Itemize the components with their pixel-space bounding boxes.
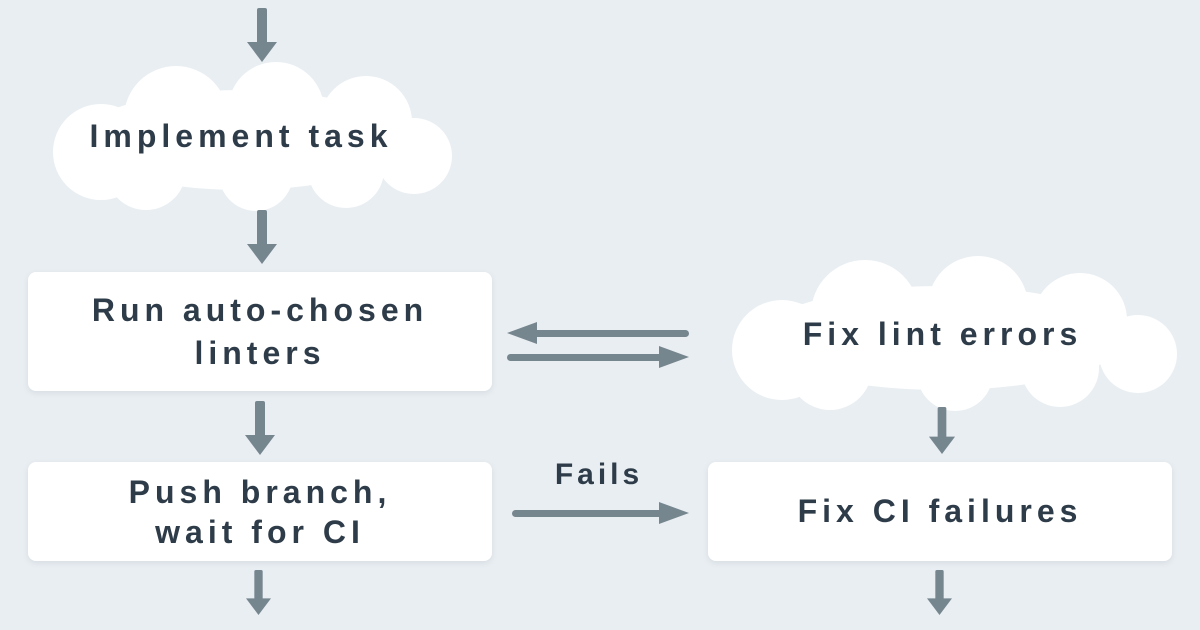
arrow-right-icon [512, 502, 689, 524]
push-branch-label: Push branch, wait for CI [128, 473, 392, 550]
fix-lint-errors-label: Fix lint errors [802, 315, 1083, 352]
box-push-branch: Push branch, wait for CI [28, 462, 492, 561]
fix-ci-failures-label: Fix CI failures [797, 493, 1083, 530]
cloud-shape-icon [732, 256, 1177, 411]
arrow-down-icon [927, 570, 952, 615]
arrow-right-icon [507, 346, 689, 368]
arrow-down-icon [246, 570, 271, 615]
arrow-down-icon [245, 401, 275, 455]
arrow-left-icon [507, 322, 689, 344]
box-fix-ci-failures: Fix CI failures [708, 462, 1172, 561]
arrow-down-icon [928, 407, 956, 454]
cloud-implement-task: Implement task [25, 60, 457, 212]
cloud-fix-lint-errors: Fix lint errors [700, 256, 1185, 412]
fails-edge-label: Fails [554, 458, 644, 491]
arrow-down-icon [247, 8, 277, 62]
run-linters-label: Run auto-chosen linters [91, 292, 429, 371]
cloud-shape-icon [53, 62, 452, 211]
arrow-down-icon [247, 210, 277, 264]
implement-task-label: Implement task [89, 117, 393, 154]
box-run-linters: Run auto-chosen linters [28, 272, 492, 391]
